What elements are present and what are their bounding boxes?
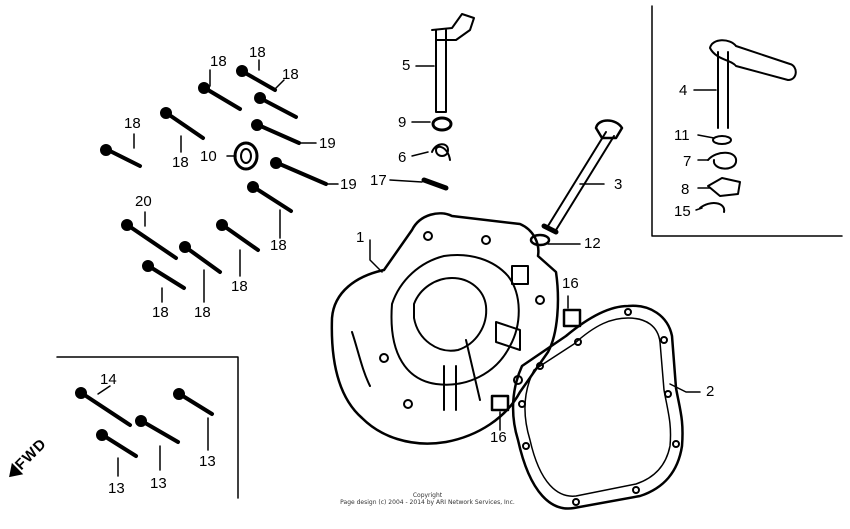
oil-seal-10-icon <box>233 141 259 171</box>
callout-10: 10 <box>200 148 217 165</box>
callout-18h: 18 <box>152 304 169 321</box>
bottom-left-inset-frame <box>56 356 239 499</box>
crankcase-cover-1-icon <box>330 212 560 445</box>
callout-18i: 18 <box>194 304 211 321</box>
callout-18c: 18 <box>282 66 299 83</box>
callout-18g: 18 <box>231 278 248 295</box>
callout-7: 7 <box>683 153 692 170</box>
shift-shaft-assembly <box>421 13 475 191</box>
callout-15: 15 <box>674 203 691 220</box>
callout-4: 4 <box>679 82 688 99</box>
shift-shaft-5-icon <box>435 29 447 113</box>
callout-17: 17 <box>370 172 387 189</box>
spring-7-icon <box>707 151 738 170</box>
bolt-19-icon <box>254 122 301 145</box>
callout-2: 2 <box>706 383 715 400</box>
callout-13a: 13 <box>199 453 216 470</box>
callout-18a: 18 <box>249 44 266 61</box>
washer-9-icon <box>431 116 453 132</box>
callout-20: 20 <box>135 193 152 210</box>
gasket-2-icon <box>511 304 684 510</box>
spring-15-icon <box>699 202 726 213</box>
callout-16a: 16 <box>562 275 579 292</box>
callout-16b: 16 <box>490 429 507 446</box>
leader-lines <box>97 59 717 477</box>
bolt-19-icon <box>273 160 328 186</box>
callout-19a: 19 <box>319 135 336 152</box>
callout-5: 5 <box>402 57 411 74</box>
bolt-14-icon <box>78 390 132 427</box>
callout-11: 11 <box>674 127 690 144</box>
copyright-notice: Copyright Page design (c) 2004 - 2014 by… <box>335 492 520 506</box>
spring-6-icon <box>431 143 451 161</box>
callout-14: 14 <box>100 371 117 388</box>
callout-18e: 18 <box>172 154 189 171</box>
callout-12: 12 <box>584 235 601 252</box>
bolt-20-icon <box>124 222 178 260</box>
callout-18f: 18 <box>270 237 287 254</box>
bolt-18-icon <box>250 184 293 213</box>
copyright-line-1: Copyright <box>412 492 443 499</box>
bolt-18-icon <box>182 244 222 274</box>
right-inset-frame <box>651 5 843 237</box>
callout-1: 1 <box>356 229 365 246</box>
callout-19b: 19 <box>340 176 357 193</box>
o-ring-12-icon <box>529 233 551 247</box>
bolt-18-icon <box>163 110 205 140</box>
clip-11-icon <box>712 135 732 145</box>
copyright-line-2: Page design (c) 2004 - 2014 by ARI Netwo… <box>340 499 515 506</box>
bolt-group-upper <box>100 65 328 290</box>
callout-13c: 13 <box>108 480 125 497</box>
callout-6: 6 <box>398 149 407 166</box>
pin-17-icon <box>421 177 449 191</box>
dowel-pin-16-icon <box>490 394 510 412</box>
kick-arm-4-icon <box>717 51 729 129</box>
callout-8: 8 <box>681 181 690 198</box>
callout-9: 9 <box>398 114 407 131</box>
callout-18d: 18 <box>124 115 141 132</box>
dowel-pin-16-icon <box>562 308 582 328</box>
collar-8-icon <box>707 177 741 197</box>
kick-arm-assembly <box>699 39 797 213</box>
bolt-group-lower <box>75 387 214 458</box>
callout-3: 3 <box>614 176 623 193</box>
callout-18b: 18 <box>210 53 227 70</box>
bolt-18-icon <box>219 222 260 252</box>
oil-dipstick-3-icon <box>541 119 624 235</box>
callout-13b: 13 <box>150 475 167 492</box>
